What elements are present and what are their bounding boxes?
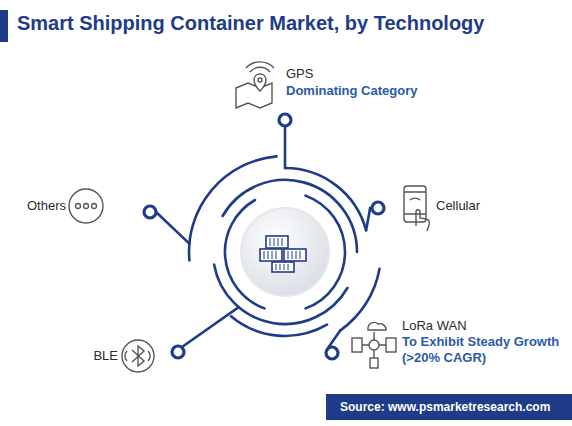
center-circle	[241, 208, 329, 296]
category-label: Others	[27, 198, 66, 213]
source-caption: Source: www.psmarketresearch.com	[340, 400, 550, 414]
others-icon	[69, 189, 103, 223]
ring-arcs	[156, 126, 380, 348]
category-note: Dominating Category	[286, 83, 417, 98]
ble-icon	[122, 340, 154, 372]
category-label: BLE	[93, 348, 118, 363]
container-icon	[260, 236, 306, 272]
category-label: Cellular	[436, 198, 480, 213]
caption-bar	[326, 394, 572, 420]
spoke-rings	[144, 114, 384, 359]
gps-icon	[236, 62, 274, 108]
cellular-icon	[404, 186, 429, 231]
chart-title: Smart Shipping Container Market, by Tech…	[17, 12, 484, 35]
category-label: GPS	[286, 66, 313, 81]
title-bar	[0, 10, 8, 42]
category-label: LoRa WAN	[402, 318, 467, 333]
lorawan-icon	[352, 322, 396, 368]
category-note: To Exhibit Steady Growth (>20% CAGR)	[402, 334, 562, 366]
